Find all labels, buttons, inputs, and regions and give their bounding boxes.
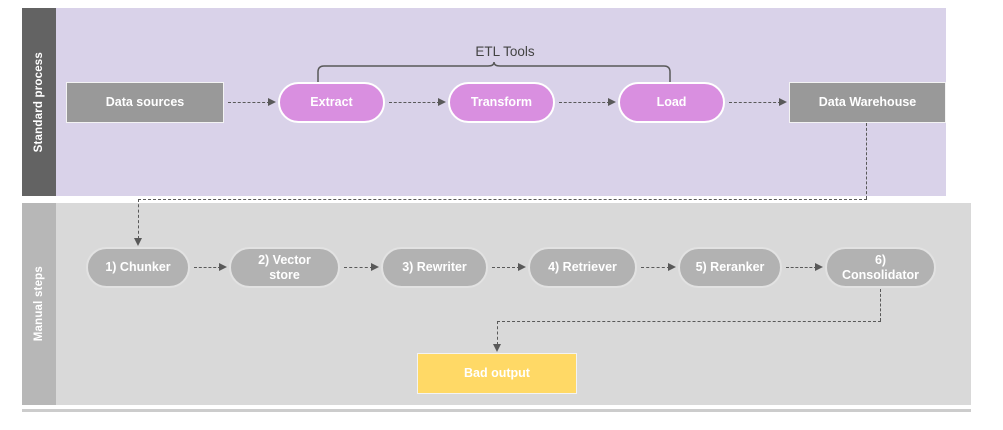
lane-standard-process-label-band: Standard process <box>22 8 56 196</box>
connector-warehouse-across <box>138 199 867 200</box>
arrowhead-load-to-warehouse <box>779 98 787 106</box>
node-load-label: Load <box>656 95 687 110</box>
arrowhead-sources-to-extract <box>268 98 276 106</box>
connector-warehouse-to-chunker <box>138 199 139 239</box>
connector-sources-to-extract <box>228 102 270 103</box>
node-reranker-label: 5) Reranker <box>695 260 765 275</box>
node-transform[interactable]: Transform <box>448 82 555 123</box>
arrowhead-vector-store-to-rewriter <box>371 263 379 271</box>
node-consolidator[interactable]: 6)Consolidator <box>825 247 936 288</box>
arrowhead-transform-to-load <box>608 98 616 106</box>
node-rewriter-label: 3) Rewriter <box>402 260 467 275</box>
connector-consolidator-across <box>497 321 881 322</box>
node-retriever[interactable]: 4) Retriever <box>528 247 637 288</box>
arrowhead-warehouse-to-chunker <box>134 238 142 246</box>
node-extract-label: Extract <box>310 95 353 110</box>
node-data-sources[interactable]: Data sources <box>66 82 224 123</box>
node-data-warehouse[interactable]: Data Warehouse <box>789 82 946 123</box>
node-transform-label: Transform <box>470 95 533 110</box>
lane-standard-process-label: Standard process <box>33 51 45 153</box>
node-load[interactable]: Load <box>618 82 725 123</box>
node-bad-output-label: Bad output <box>464 366 530 381</box>
connector-chunker-to-vector-store <box>194 267 221 268</box>
etl-tools-brace-icon <box>317 62 671 84</box>
node-consolidator-label: 6)Consolidator <box>841 252 920 282</box>
connector-warehouse-down <box>866 123 867 199</box>
node-reranker[interactable]: 5) Reranker <box>678 247 782 288</box>
lane-manual-steps-label: Manual steps <box>33 266 45 342</box>
node-retriever-label: 4) Retriever <box>548 260 617 275</box>
node-extract[interactable]: Extract <box>278 82 385 123</box>
arrowhead-extract-to-transform <box>438 98 446 106</box>
connector-consolidator-down <box>880 289 881 321</box>
arrowhead-reranker-to-consolidator <box>815 263 823 271</box>
arrowhead-rewriter-to-retriever <box>518 263 526 271</box>
connector-retriever-to-reranker <box>641 267 670 268</box>
connector-load-to-warehouse <box>729 102 781 103</box>
arrowhead-consolidator-to-output <box>493 344 501 352</box>
node-data-sources-label: Data sources <box>105 95 185 110</box>
arrowhead-chunker-to-vector-store <box>219 263 227 271</box>
connector-vector-store-to-rewriter <box>344 267 373 268</box>
connector-transform-to-load <box>559 102 610 103</box>
arrowhead-retriever-to-reranker <box>668 263 676 271</box>
node-chunker-label: 1) Chunker <box>105 260 171 275</box>
node-rewriter[interactable]: 3) Rewriter <box>381 247 488 288</box>
node-chunker[interactable]: 1) Chunker <box>86 247 190 288</box>
node-bad-output[interactable]: Bad output <box>417 353 577 394</box>
node-data-warehouse-label: Data Warehouse <box>818 95 917 110</box>
connector-rewriter-to-retriever <box>492 267 520 268</box>
etl-tools-label: ETL Tools <box>475 44 535 59</box>
bottom-divider <box>22 409 971 412</box>
connector-consolidator-to-output <box>497 321 498 345</box>
connector-reranker-to-consolidator <box>786 267 817 268</box>
connector-extract-to-transform <box>389 102 440 103</box>
lane-manual-steps-label-band: Manual steps <box>22 203 56 405</box>
